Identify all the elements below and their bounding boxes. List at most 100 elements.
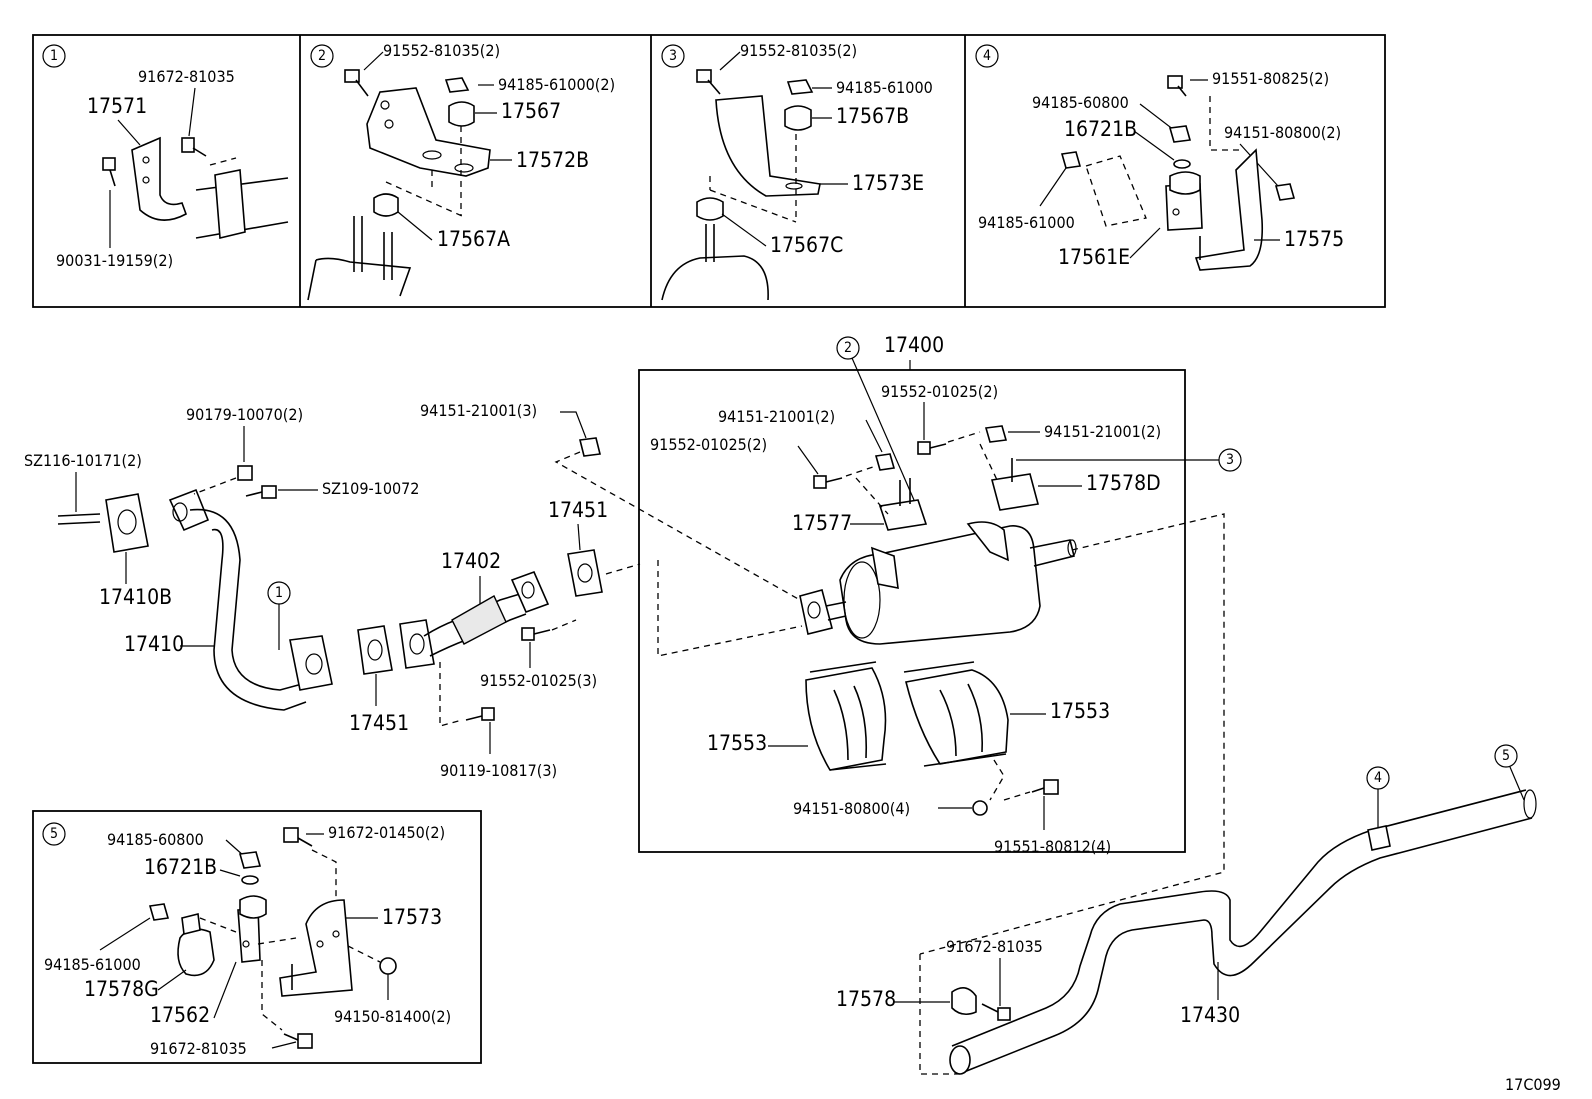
part-label: 17578 xyxy=(836,987,896,1011)
part-label: 17400 xyxy=(884,333,944,357)
nut-icon xyxy=(984,425,1008,443)
part-label: 91551-80812(4) xyxy=(994,837,1111,856)
part-label: 94185-61000 xyxy=(836,78,933,97)
inset-1: 1 91672-81035 17571 90031-19159(2) xyxy=(42,44,289,270)
part-label: 90179-10070(2) xyxy=(186,405,303,424)
part-label: 17575 xyxy=(1284,227,1344,251)
nut-94151-21001-3: 94151-21001(3) xyxy=(420,401,801,601)
part-label: 90031-19159(2) xyxy=(56,251,173,270)
diagram-code: 17C099 xyxy=(1505,1075,1561,1094)
callout-4: 4 xyxy=(1374,770,1382,786)
nut-icon xyxy=(1060,151,1082,169)
nut-icon xyxy=(148,903,170,921)
part-label: 90119-10817(3) xyxy=(440,761,557,780)
bolt-icon xyxy=(481,707,495,721)
inset-4: 4 91551-80825(2) 94185-60800 16721B 9415… xyxy=(975,44,1344,271)
inset-number: 4 xyxy=(983,48,991,64)
part-label: 91552-81035(2) xyxy=(740,41,857,60)
bolt-icon xyxy=(813,475,827,489)
part-label: SZ109-10072 xyxy=(322,479,419,498)
bolt-icon xyxy=(344,69,360,83)
part-label: 91552-01025(2) xyxy=(650,435,767,454)
part-label: SZ116-10171(2) xyxy=(24,451,142,470)
part-label: 17572B xyxy=(516,148,589,172)
part-label: 17402 xyxy=(441,549,501,573)
part-label: 17430 xyxy=(1180,1003,1240,1027)
part-label: 17410B xyxy=(99,585,172,609)
nut-icon xyxy=(238,851,262,869)
cushion-icon xyxy=(784,105,812,131)
washer-icon xyxy=(241,875,259,885)
nut-icon xyxy=(972,800,988,816)
part-label: 94185-61000(2) xyxy=(498,75,615,94)
heat-shield-17553-left xyxy=(805,667,887,771)
bracket-17572B xyxy=(366,87,491,177)
washer-icon xyxy=(1173,159,1191,169)
bolt-icon xyxy=(521,627,535,641)
bracket-17577: 17577 2 94151-21001(2) 91552-01025(2) 91… xyxy=(650,336,998,535)
inset-number: 1 xyxy=(50,48,58,64)
muffler-assembly-box: 17400 xyxy=(638,333,1186,853)
tail-pipe-17430: 17430 4 5 17578 91672-81035 xyxy=(836,744,1537,1075)
muffler: 17553 17553 94151-80800(4) 91551-80812(4… xyxy=(707,521,1111,856)
nut-icon xyxy=(1274,183,1296,201)
nut-icon xyxy=(379,957,397,975)
bolt-icon xyxy=(1043,779,1059,795)
part-label: 91672-81035 xyxy=(946,937,1043,956)
part-label: 94151-21001(3) xyxy=(420,401,537,420)
part-label: 94185-61000 xyxy=(44,955,141,974)
clamp-17578 xyxy=(951,987,977,1016)
assembly-link xyxy=(919,513,1225,955)
part-label: 17567B xyxy=(836,104,909,128)
part-label: 91552-01025(2) xyxy=(881,382,998,401)
bracket-17573 xyxy=(279,899,353,997)
callout-2: 2 xyxy=(844,340,852,356)
bolt-icon xyxy=(696,69,712,83)
part-label: 17451 xyxy=(548,498,608,522)
gasket-17451-right: 17451 xyxy=(548,498,803,657)
inset-number: 5 xyxy=(50,826,58,842)
cushion-icon xyxy=(448,101,475,127)
part-label: 17567 xyxy=(501,99,561,123)
bracket-17575 xyxy=(1194,148,1264,271)
nut-icon xyxy=(579,437,601,457)
part-label: 17567C xyxy=(770,233,843,257)
cushion-icon xyxy=(239,895,267,919)
heat-shield-17553-right xyxy=(905,669,1009,765)
bolt-icon xyxy=(997,1007,1011,1021)
callout-5: 5 xyxy=(1502,748,1510,764)
inset-5: 5 94185-60800 91672-01450(2) 16721B 1757… xyxy=(32,810,482,1064)
nut-icon xyxy=(786,79,814,95)
nut-icon xyxy=(444,77,470,93)
part-label: 91551-80825(2) xyxy=(1212,69,1329,88)
bracket-17571 xyxy=(131,136,187,221)
part-label: 16721B xyxy=(1064,117,1137,141)
bracket-17578D: 94151-21001(2) 17578D 3 xyxy=(979,422,1242,511)
bolt-icon xyxy=(102,157,116,171)
inset-number: 2 xyxy=(318,48,326,64)
part-label: 17578D xyxy=(1086,471,1161,495)
callout-3: 3 xyxy=(1226,452,1234,468)
nut-icon xyxy=(874,453,896,471)
part-label: 91672-81035 xyxy=(150,1039,247,1058)
bolt-icon xyxy=(283,827,299,843)
part-label: 16721B xyxy=(144,855,217,879)
inset-number: 3 xyxy=(669,48,677,64)
gasket-17451-left: 17451 xyxy=(349,625,409,735)
part-label: 91672-81035 xyxy=(138,67,235,86)
part-label: 91552-81035(2) xyxy=(383,41,500,60)
pipe-17402: 17402 91552-01025(3) 90119-10817(3) xyxy=(399,549,597,780)
cushion-icon xyxy=(373,193,399,217)
part-label: 17561E xyxy=(1058,245,1130,269)
cushion-icon xyxy=(1169,171,1201,195)
part-label: 94150-81400(2) xyxy=(334,1007,451,1026)
front-pipe-17410: 17410 1 17410B SZ116-10171(2) 90179-1007… xyxy=(24,405,419,711)
part-label: 94185-60800 xyxy=(1032,93,1129,112)
part-label: 17451 xyxy=(349,711,409,735)
part-label: 91672-01450(2) xyxy=(328,823,445,842)
part-label: 17573E xyxy=(852,171,924,195)
part-label: 94185-60800 xyxy=(107,830,204,849)
part-label: 94151-21001(2) xyxy=(1044,422,1161,441)
clamp-17578G xyxy=(177,928,215,977)
